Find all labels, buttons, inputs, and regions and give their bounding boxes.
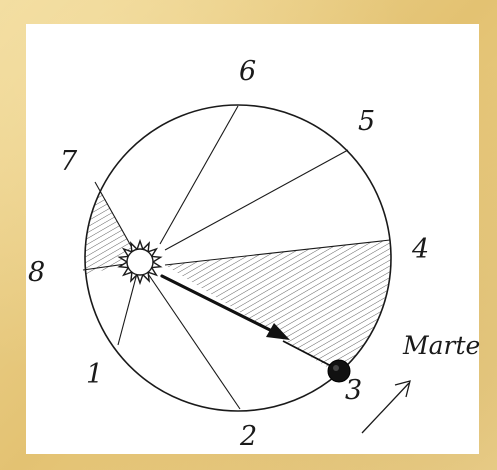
planet-icon [327,359,351,383]
planet-label: Marte [402,331,480,360]
ray-6 [159,105,239,245]
shadow-regions [85,180,391,372]
direction-arrow [160,274,334,368]
sun-icon [117,238,163,286]
label-2: 2 [239,421,257,452]
shadow-region-left [85,180,140,275]
label-4: 4 [411,234,429,265]
ray-5 [164,149,349,251]
label-5: 5 [358,106,375,137]
ray-2 [139,261,241,410]
shadow-region-right [165,240,391,372]
planet-highlight [333,365,339,371]
arrowhead-icon [266,323,290,340]
ray-4 [164,239,391,266]
arrow-icon [361,380,411,434]
orbit-circle [84,104,392,412]
label-8: 8 [28,257,45,288]
label-6: 6 [239,56,256,87]
label-7: 7 [60,146,78,177]
label-1: 1 [86,359,103,390]
sun-disc [126,248,154,276]
arrow-shaft-head-side [160,274,280,336]
label-3: 3 [345,375,362,406]
arrow-shaft-tail [282,340,334,368]
